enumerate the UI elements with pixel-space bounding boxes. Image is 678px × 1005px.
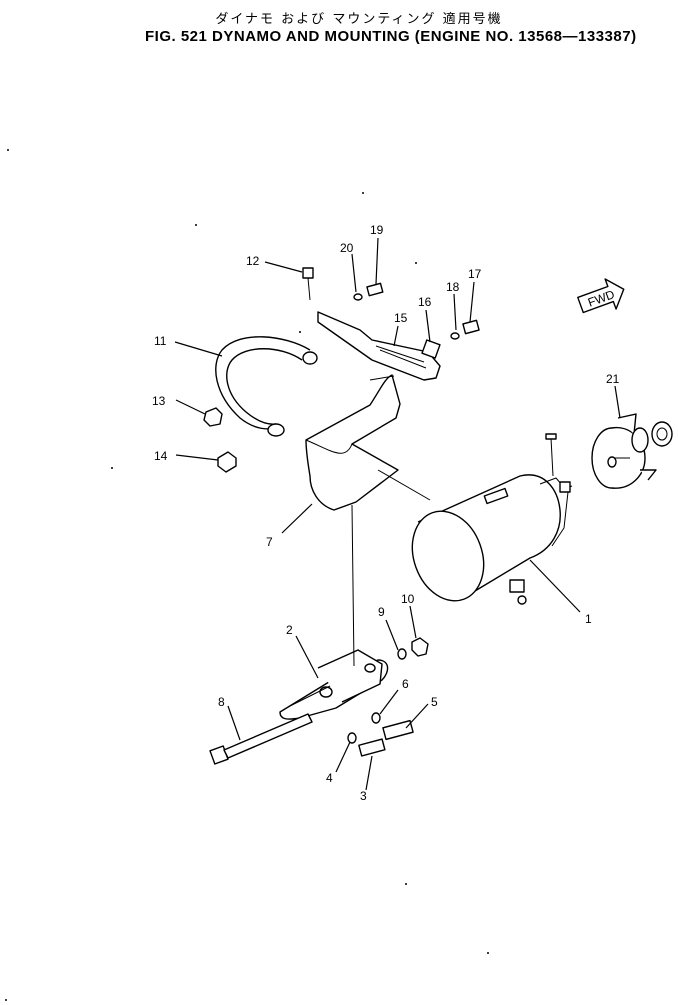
callout-11: 11 bbox=[154, 334, 167, 348]
nut-10 bbox=[411, 637, 429, 657]
nut-14 bbox=[217, 451, 237, 473]
bolt-19 bbox=[366, 282, 384, 297]
washer-20 bbox=[353, 293, 363, 301]
nut-13 bbox=[203, 407, 223, 427]
figure-title: FIG. 521 DYNAMO AND MOUNTING (ENGINE NO.… bbox=[145, 28, 637, 45]
bolt-5 bbox=[382, 719, 414, 741]
dynamo bbox=[411, 433, 573, 605]
center-line bbox=[377, 469, 431, 501]
bolt-12 bbox=[302, 267, 314, 301]
callout-4: 4 bbox=[326, 771, 333, 785]
callout-13: 13 bbox=[152, 394, 166, 408]
callout-15: 15 bbox=[394, 311, 408, 325]
callout-20: 20 bbox=[340, 241, 354, 255]
washer-6 bbox=[371, 712, 381, 724]
fwd-arrow-icon: FWD bbox=[577, 278, 625, 314]
callout-6: 6 bbox=[402, 677, 409, 691]
callout-19: 19 bbox=[370, 223, 384, 237]
callout-12: 12 bbox=[246, 254, 260, 268]
center-line bbox=[351, 504, 355, 667]
long-bolt-8 bbox=[209, 713, 313, 765]
plate-16 bbox=[421, 339, 441, 359]
callout-16: 16 bbox=[418, 295, 432, 309]
pulley bbox=[591, 413, 673, 489]
callout-7: 7 bbox=[266, 535, 273, 549]
callout-10: 10 bbox=[401, 592, 415, 606]
band-strap bbox=[215, 336, 318, 437]
washer-18 bbox=[450, 332, 460, 340]
washer-4 bbox=[347, 732, 357, 744]
figure-title-japanese: ダイナモ および マウンティング 適用号機 bbox=[215, 12, 503, 27]
callout-18: 18 bbox=[446, 280, 460, 294]
callout-5: 5 bbox=[431, 695, 438, 709]
dynamo-bracket bbox=[305, 374, 401, 511]
adjusting-bar bbox=[317, 311, 441, 381]
callout-21: 21 bbox=[606, 372, 620, 386]
washer-9 bbox=[397, 648, 407, 660]
bolt-3 bbox=[358, 738, 386, 757]
callout-1: 1 bbox=[585, 612, 592, 626]
callout-14: 14 bbox=[154, 449, 168, 463]
callout-numbers: 1 2 3 4 5 6 7 8 9 10 11 12 13 14 15 16 1… bbox=[152, 223, 620, 803]
scan-specks bbox=[5, 149, 489, 1001]
leader-lines bbox=[174, 237, 621, 791]
callout-17: 17 bbox=[468, 267, 482, 281]
mounting-bracket bbox=[279, 649, 389, 720]
callout-2: 2 bbox=[286, 623, 293, 637]
callout-3: 3 bbox=[360, 789, 367, 803]
bolt-17 bbox=[462, 319, 480, 335]
callout-9: 9 bbox=[378, 605, 385, 619]
callout-8: 8 bbox=[218, 695, 225, 709]
